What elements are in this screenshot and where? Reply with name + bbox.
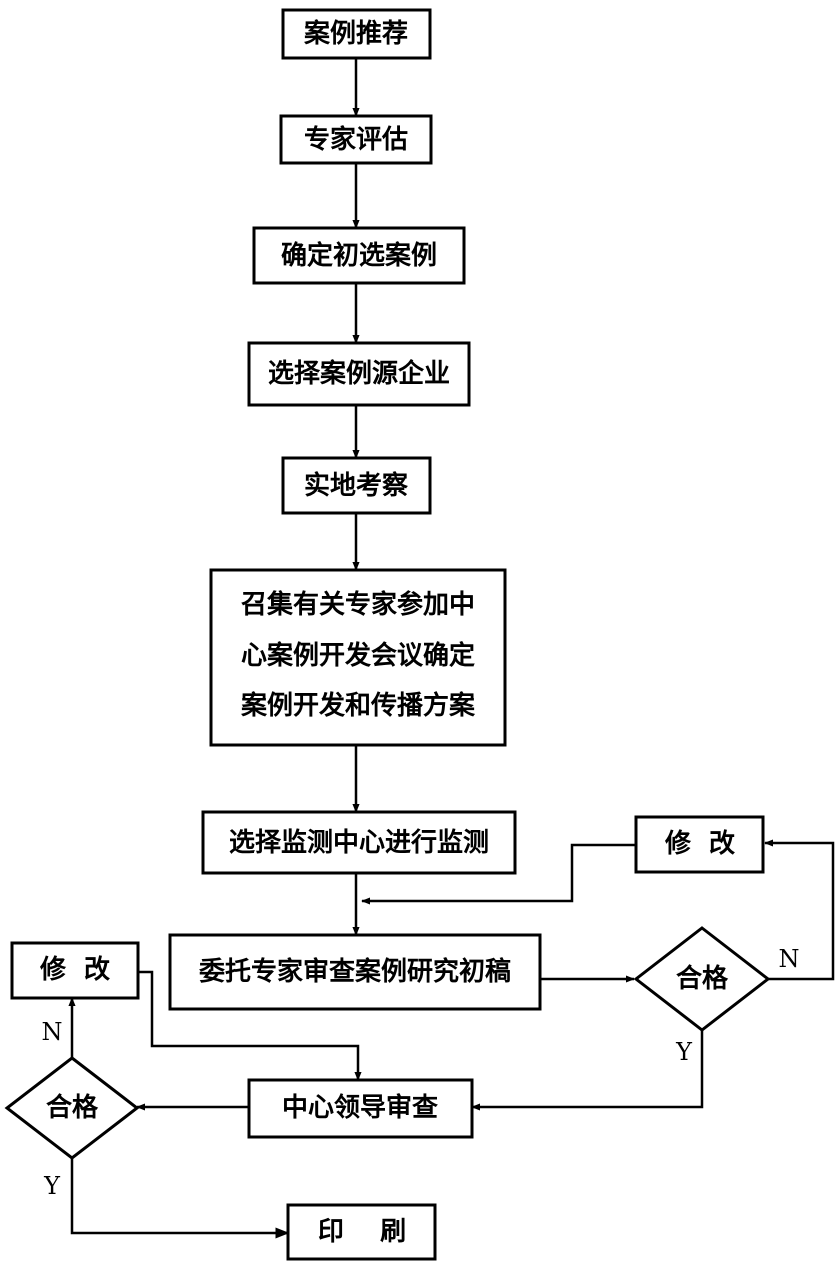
label-y-left: Y bbox=[43, 1172, 61, 1200]
node-case-recommend-box bbox=[281, 8, 432, 60]
node-convene-meeting-box bbox=[209, 568, 507, 747]
node-convene-meeting-line-2: 心案例开发会议确定 bbox=[241, 640, 475, 671]
edge-revise-right-return bbox=[361, 843, 636, 905]
node-select-source: 选择案例源企业 bbox=[268, 358, 450, 389]
node-case-recommend: 案例推荐 bbox=[303, 18, 408, 49]
node-expert-eval-box bbox=[279, 114, 433, 165]
node-revise-left: 修 改 bbox=[39, 954, 110, 985]
node-qualified-right-diamond bbox=[633, 926, 771, 1032]
node-print-box bbox=[286, 1203, 437, 1261]
node-leader-review-box bbox=[247, 1078, 474, 1139]
edge-qualified-left-yes bbox=[70, 1158, 290, 1239]
node-field-visit: 实地考察 bbox=[304, 470, 409, 501]
edge-qualified-right-yes bbox=[471, 1030, 704, 1111]
node-expert-eval: 专家评估 bbox=[304, 124, 408, 155]
label-n-left: N bbox=[42, 1018, 63, 1046]
label-n-right: N bbox=[779, 945, 800, 973]
node-convene-meeting-line-3: 案例开发和传播方案 bbox=[240, 690, 476, 721]
node-revise-right: 修 改 bbox=[664, 828, 735, 859]
node-confirm-initial-box bbox=[252, 226, 466, 285]
node-field-visit-box bbox=[281, 456, 432, 515]
node-confirm-initial: 确定初选案例 bbox=[281, 240, 437, 271]
node-select-source-box bbox=[247, 341, 471, 407]
node-commission-review-box bbox=[168, 933, 542, 1011]
node-select-monitor-box bbox=[201, 810, 517, 875]
node-print: 印 刷 bbox=[318, 1217, 406, 1247]
edge-qualified-right-no bbox=[764, 839, 835, 981]
node-revise-left-box bbox=[10, 941, 140, 1000]
node-convene-meeting-line-1: 召集有关专家参加中 bbox=[241, 589, 475, 620]
node-qualified-right: 合格 bbox=[676, 963, 729, 994]
node-commission-review: 委托专家审查案例研究初稿 bbox=[199, 956, 511, 987]
edge-revise-left-return bbox=[138, 970, 362, 1081]
node-qualified-left-diamond bbox=[4, 1056, 140, 1160]
node-qualified-left: 合格 bbox=[46, 1092, 99, 1123]
node-leader-review: 中心领导审查 bbox=[282, 1092, 438, 1123]
label-y-right: Y bbox=[675, 1038, 693, 1066]
node-revise-right-box bbox=[634, 815, 765, 874]
node-select-monitor: 选择监测中心进行监测 bbox=[229, 827, 489, 858]
